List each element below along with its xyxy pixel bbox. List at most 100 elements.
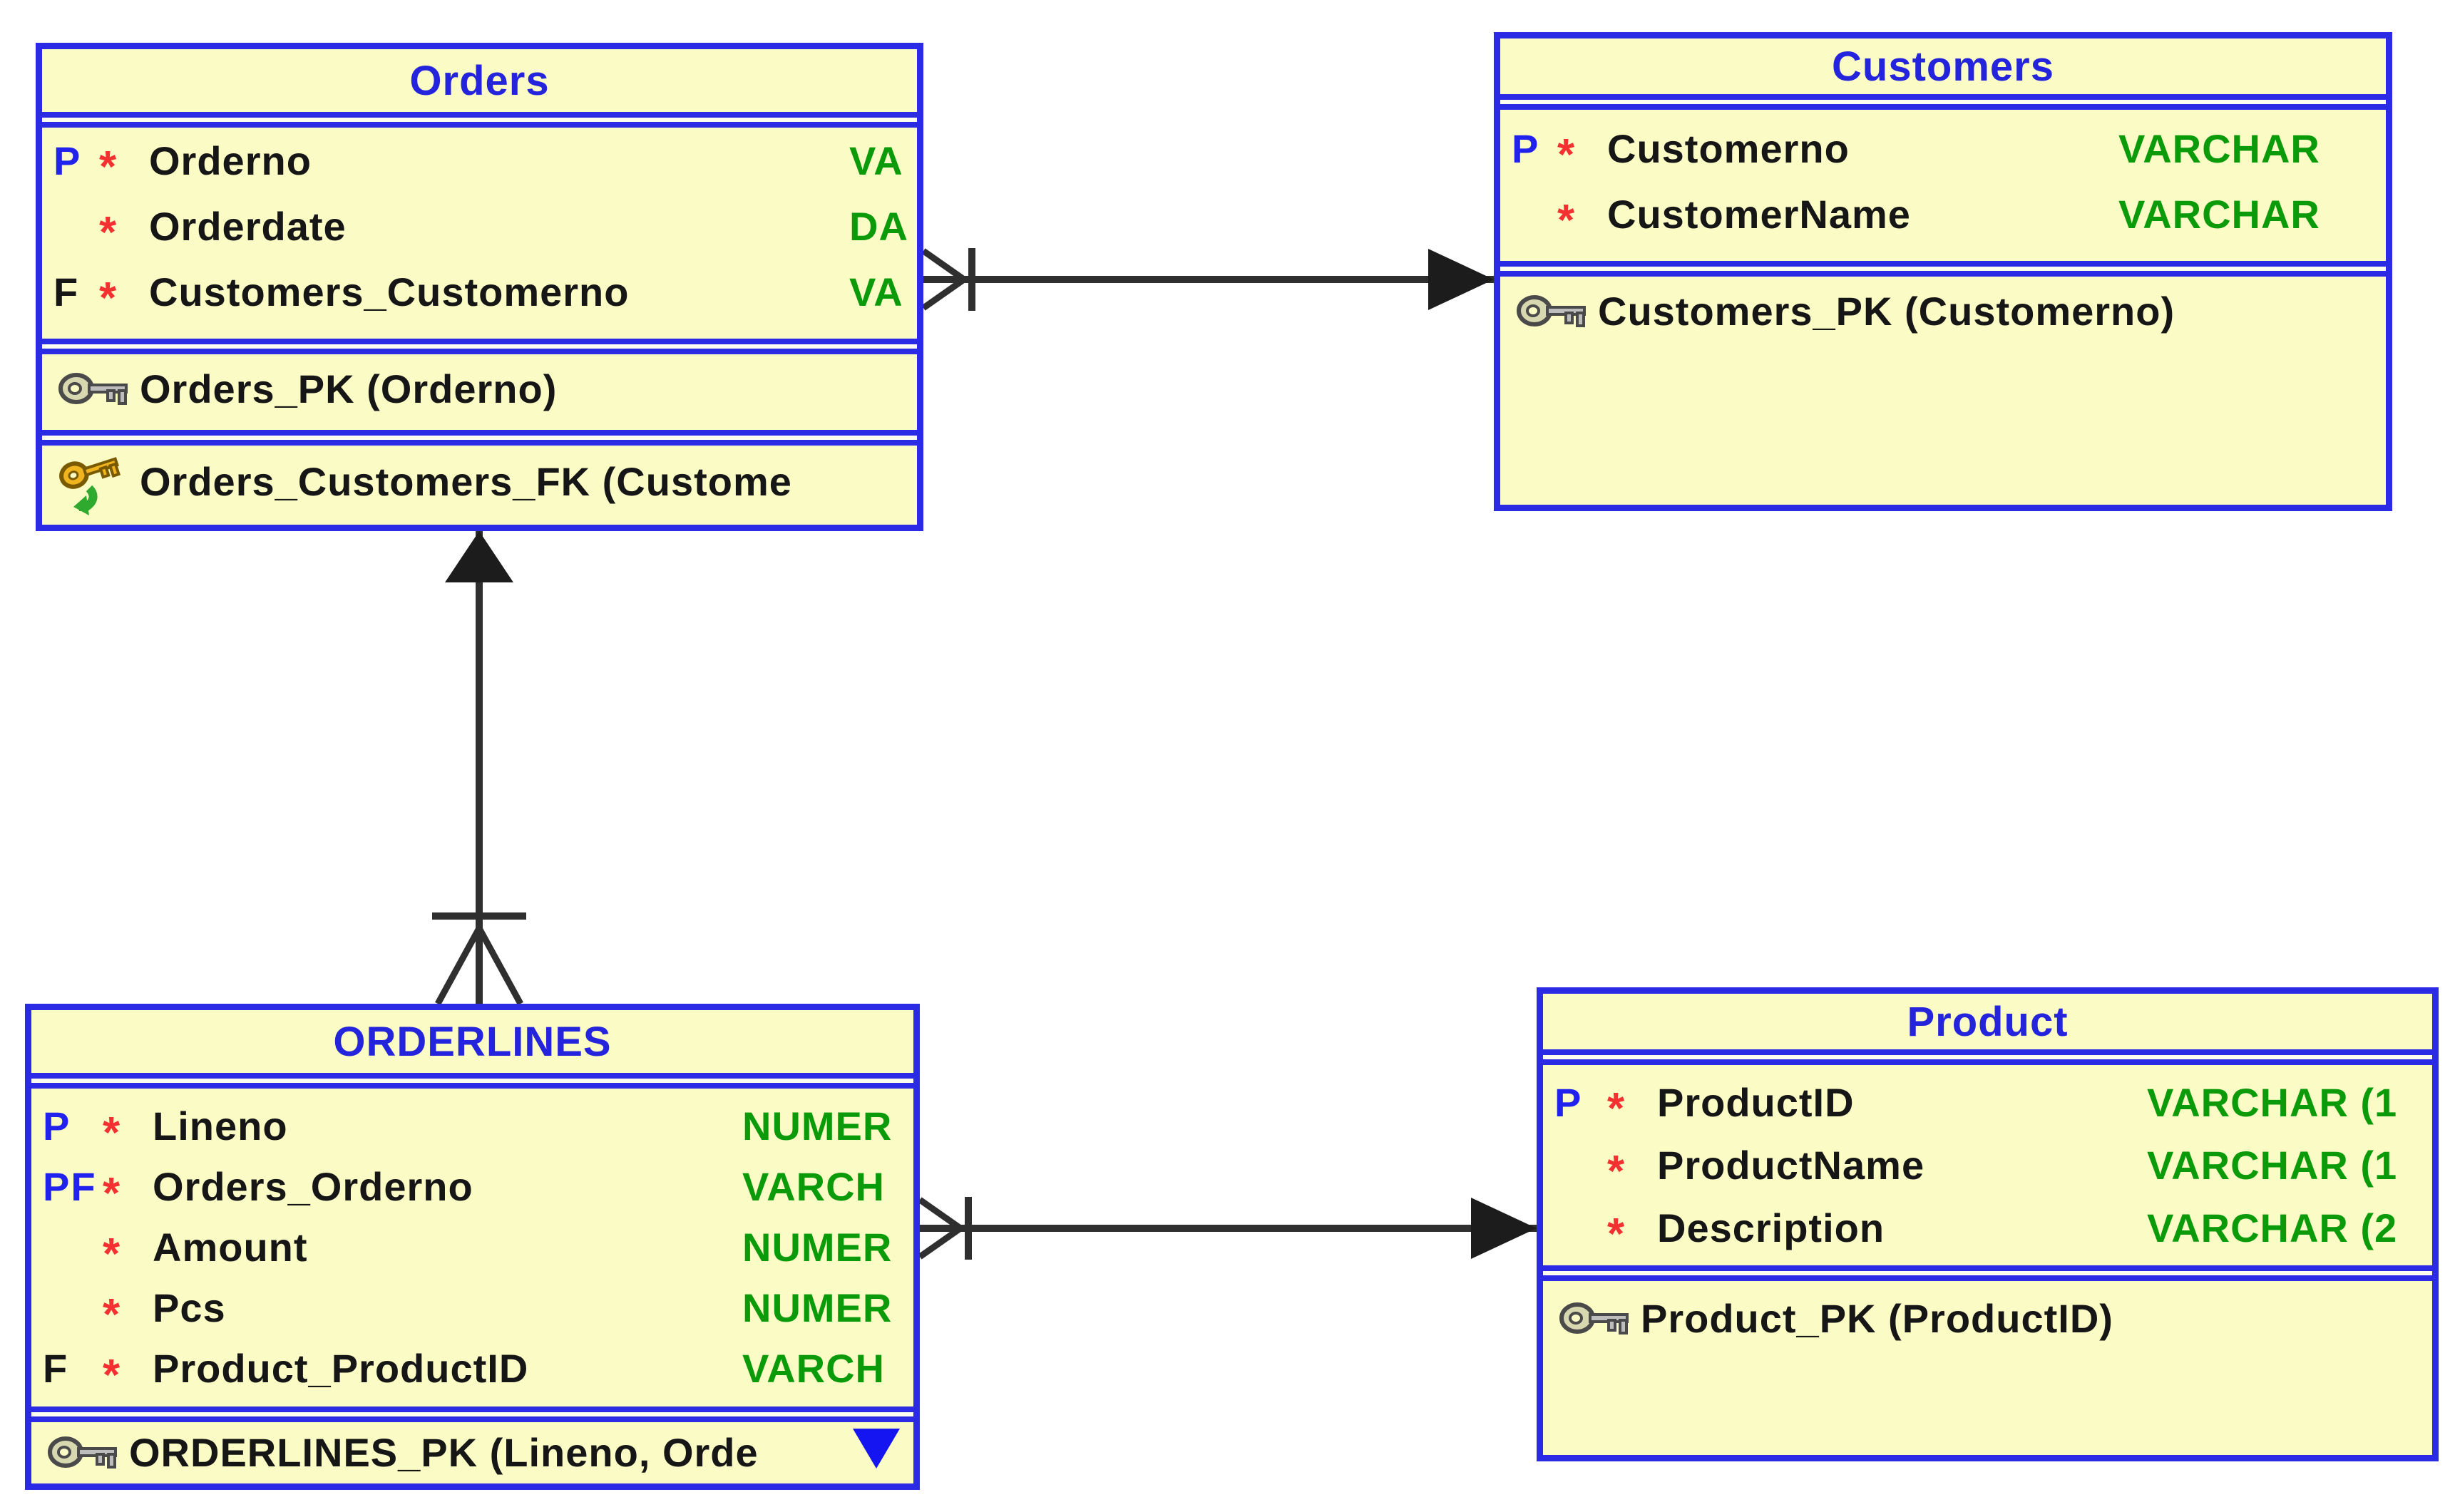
key-marker: PF: [43, 1164, 97, 1209]
compartment-divider: [1500, 94, 2386, 110]
column-type: VARCH: [742, 1346, 885, 1391]
entity-title-text: Product: [1907, 998, 2069, 1045]
key-label: Orders_Customers_FK (Custome: [140, 458, 792, 504]
pk-key-icon: [1559, 1296, 1641, 1340]
column-type: VARCHAR: [2118, 125, 2320, 171]
crow-foot-prong: [921, 248, 966, 282]
column-name: CustomerName: [1607, 191, 1911, 237]
relationship-orderlines-product[interactable]: [918, 1197, 1537, 1260]
arrowhead: [1428, 249, 1494, 310]
key-marker: P: [1554, 1079, 1583, 1125]
compartment-divider: [1500, 261, 2386, 277]
column-name: Amount: [153, 1225, 308, 1270]
relationship-orders-customers[interactable]: [921, 248, 1494, 311]
crow-foot-prong: [918, 1225, 963, 1260]
column-name: ProductName: [1657, 1142, 1925, 1188]
column-name: Product_ProductID: [153, 1346, 529, 1391]
column-name: Pcs: [153, 1285, 226, 1330]
column-type: VARCHAR: [2118, 191, 2320, 237]
key-marker: P: [43, 1104, 71, 1148]
column-type: VARCHAR (1: [2147, 1079, 2398, 1125]
column-name: Customerno: [1607, 125, 1850, 171]
column-name: Orderno: [149, 138, 312, 183]
column-type: VARCHAR (2: [2147, 1205, 2398, 1250]
primary-key-compartment: Product_PK (ProductID): [1543, 1281, 2432, 1455]
column-type: VA: [849, 269, 903, 314]
key-marker: P: [53, 138, 82, 183]
primary-key-compartment: Customers_PK (Customerno): [1500, 277, 2386, 505]
compartment-divider: [31, 1073, 913, 1089]
crow-foot-prong: [921, 277, 966, 311]
entity-title-text: Orders: [409, 57, 550, 104]
entity-title-text: Customers: [1832, 43, 2054, 90]
primary-key-compartment: Orders_PK (Orderno): [42, 354, 917, 430]
relationship-orderlines-orders[interactable]: [432, 531, 526, 1006]
compartment-divider: [1543, 1265, 2432, 1281]
pk-key-icon: [1516, 289, 1598, 333]
entity-title-text: ORDERLINES: [333, 1018, 612, 1065]
crow-foot-prong: [476, 926, 523, 1006]
column-type: DA: [849, 203, 908, 249]
entity-title-bar[interactable]: Customers: [1500, 38, 2386, 94]
column-type: NUMER: [742, 1104, 893, 1148]
arrowhead: [1471, 1198, 1537, 1259]
foreign-key-compartment: Orders_Customers_FK (Custome: [42, 446, 917, 525]
column-name: Orders_Orderno: [153, 1164, 473, 1209]
crow-foot-prong: [918, 1197, 963, 1231]
column-name: Orderdate: [149, 203, 347, 249]
key-label: ORDERLINES_PK (Lineno, Orde: [129, 1429, 759, 1475]
primary-key-compartment: ORDERLINES_PK (Lineno, Orde: [31, 1422, 913, 1483]
primary-key-row[interactable]: Customers_PK (Customerno): [1500, 281, 2386, 341]
key-label: Product_PK (ProductID): [1641, 1295, 2113, 1341]
foreign-key-row[interactable]: Orders_Customers_FK (Custome: [42, 447, 917, 515]
column-name: Lineno: [153, 1104, 288, 1148]
entity-title-bar[interactable]: ORDERLINES: [31, 1010, 913, 1073]
crow-foot-prong: [435, 926, 482, 1006]
primary-key-row[interactable]: ORDERLINES_PK (Lineno, Orde: [31, 1422, 913, 1482]
key-label: Customers_PK (Customerno): [1598, 288, 2175, 334]
arrowhead: [445, 531, 513, 582]
key-label: Orders_PK (Orderno): [140, 366, 558, 411]
entity-title-bar[interactable]: Orders: [42, 49, 917, 112]
more-columns-indicator-icon[interactable]: [853, 1429, 900, 1469]
column-type: NUMER: [742, 1285, 893, 1330]
compartment-divider: [1543, 1049, 2432, 1065]
pk-key-icon: [58, 366, 140, 411]
column-name: Customers_Customerno: [149, 269, 630, 314]
column-type: VARCH: [742, 1164, 885, 1209]
primary-key-row[interactable]: Product_PK (ProductID): [1543, 1288, 2432, 1348]
pk-key-icon: [47, 1430, 129, 1474]
primary-key-row[interactable]: Orders_PK (Orderno): [42, 359, 917, 418]
column-type: NUMER: [742, 1225, 893, 1270]
column-name: ProductID: [1657, 1079, 1855, 1125]
compartment-divider: [42, 112, 917, 128]
column-name: Description: [1657, 1205, 1885, 1250]
compartment-divider: [42, 339, 917, 354]
entity-title-bar[interactable]: Product: [1543, 994, 2432, 1049]
column-type: VARCHAR (1: [2147, 1142, 2398, 1188]
compartment-divider: [42, 430, 917, 446]
key-marker: P: [1512, 125, 1540, 171]
